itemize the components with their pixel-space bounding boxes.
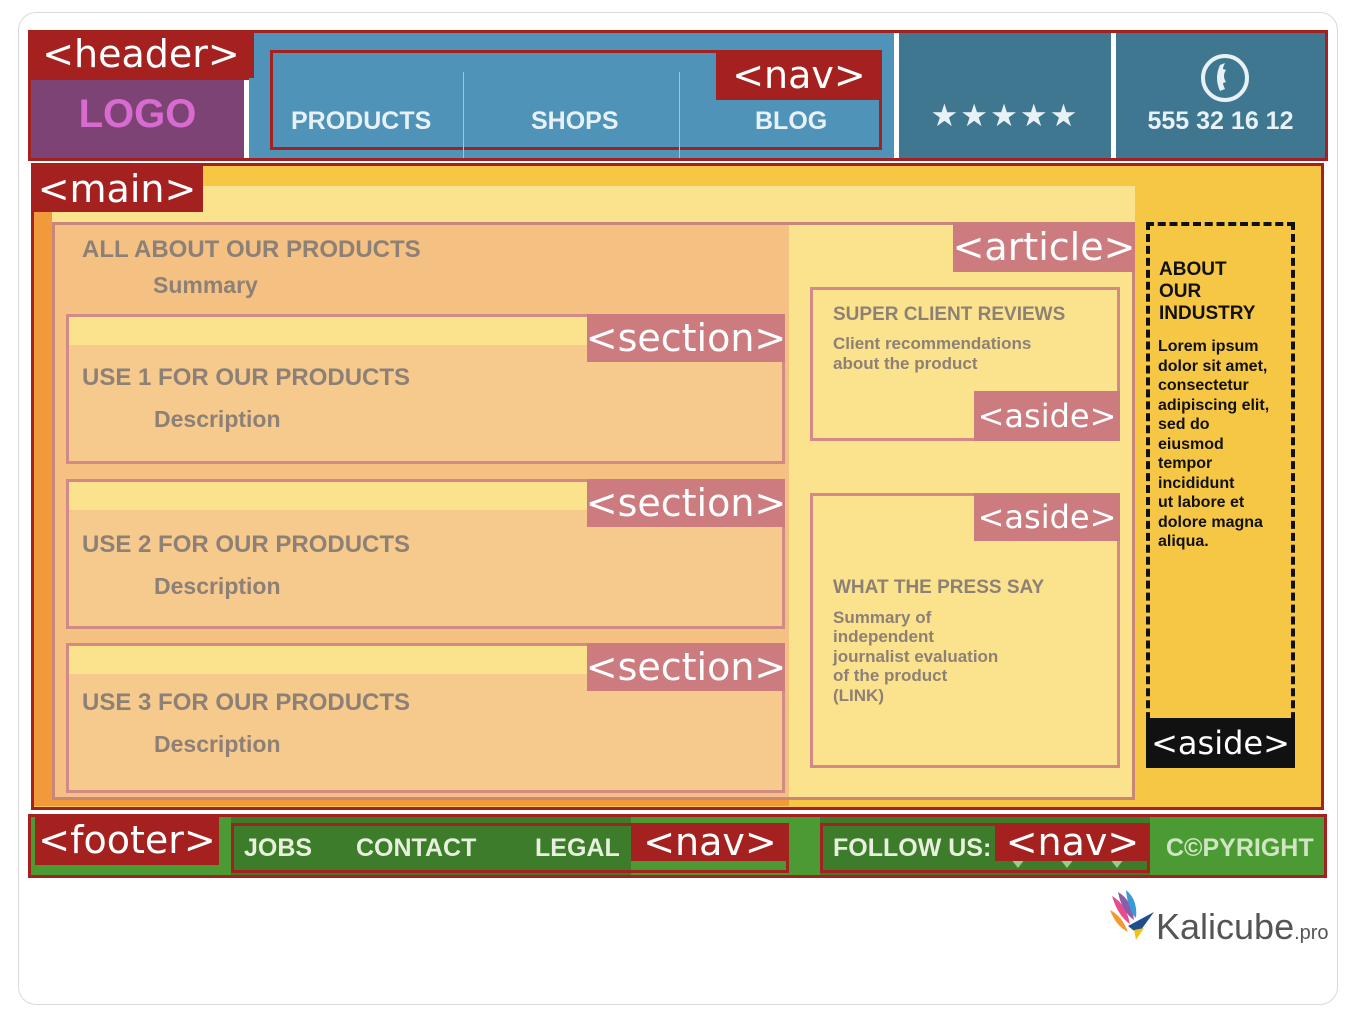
aside-industry-line: ut labore et — [1158, 494, 1245, 511]
phone-number: 555 32 16 12 — [1147, 107, 1294, 135]
section-tag-1: <section> — [585, 314, 787, 362]
footer-link-legal[interactable]: LEGAL — [535, 834, 620, 862]
section-title-2: USE 2 FOR OUR PRODUCTS — [82, 531, 411, 558]
aside-industry-line: sed do — [1158, 416, 1210, 433]
aside-industry-line: dolor sit amet, — [1158, 357, 1268, 375]
aside-industry-line: tempor — [1158, 455, 1213, 472]
footer-tag: <footer> — [35, 815, 219, 865]
section-band — [69, 646, 587, 674]
aside-industry-title: ABOUT OUR INDUSTRY — [1159, 259, 1255, 325]
article-outline — [52, 222, 1135, 800]
header-tag: <header> — [28, 30, 254, 78]
section-title-1: USE 1 FOR OUR PRODUCTS — [82, 364, 411, 391]
kalicube-bird-icon — [1108, 890, 1156, 942]
aside-industry-title-line: ABOUT — [1159, 259, 1227, 280]
logo-block — [31, 80, 244, 158]
section-tag-3: <section> — [585, 643, 787, 691]
footer-follow-label: FOLLOW US: — [833, 834, 992, 862]
nav-link-shops[interactable]: SHOPS — [531, 107, 619, 135]
brand-name-main: Kalicube — [1156, 906, 1295, 947]
footer-copyright: C©PYRIGHT — [1166, 834, 1314, 862]
rating-stars: ★★★★★ — [930, 98, 1080, 134]
nav-divider — [463, 72, 464, 158]
aside-industry-line: eiusmod — [1158, 435, 1224, 453]
aside-industry-tag: <aside> — [1146, 718, 1295, 768]
nav-link-products[interactable]: PRODUCTS — [291, 107, 432, 135]
section-band — [69, 317, 587, 345]
nav-divider — [679, 72, 680, 158]
header-divider — [894, 33, 899, 158]
aside-industry-title-line: INDUSTRY — [1159, 303, 1256, 324]
aside-press-title: WHAT THE PRESS SAY — [833, 577, 1045, 598]
phone-icon — [1200, 53, 1250, 103]
phone-block — [1116, 33, 1325, 158]
section-title-3: USE 3 FOR OUR PRODUCTS — [82, 689, 411, 716]
footer-follow-nav-tag: <nav> — [995, 823, 1150, 861]
section-tag-2: <section> — [585, 479, 787, 527]
aside-press-tag: <aside> — [974, 493, 1120, 541]
aside-industry-line: incididunt — [1158, 474, 1235, 492]
aside-reviews-title: SUPER CLIENT REVIEWS — [833, 304, 1066, 325]
footer-link-contact[interactable]: CONTACT — [356, 834, 477, 862]
section-desc-3: Description — [154, 731, 281, 757]
header-divider — [1111, 33, 1116, 158]
aside-reviews-line: Client recommendations — [833, 334, 1032, 353]
aside-press-line: independent — [833, 627, 935, 646]
aside-press-line: of the product — [833, 666, 948, 685]
nav-link-blog[interactable]: BLOG — [755, 107, 828, 135]
aside-press-link[interactable]: (LINK) — [833, 686, 884, 705]
logo-text: LOGO — [78, 92, 197, 136]
aside-industry-line: consectetur — [1158, 377, 1249, 394]
brand-name-suffix: .pro — [1294, 922, 1329, 944]
aside-industry-body: Lorem ipsum dolor sit amet, consectetur … — [1158, 337, 1269, 552]
aside-industry-line: dolore magna — [1158, 513, 1263, 531]
section-desc-1: Description — [154, 406, 281, 432]
article-summary: Summary — [153, 272, 258, 298]
footer-inner-dark — [231, 817, 631, 875]
aside-industry-line: Lorem ipsum — [1158, 338, 1259, 355]
header-nav-tag: <nav> — [716, 50, 882, 100]
section-band — [69, 482, 587, 510]
aside-reviews-tag: <aside> — [974, 391, 1120, 441]
rating-block — [899, 33, 1111, 158]
article-tag: <article> — [953, 222, 1135, 272]
footer-nav-tag: <nav> — [631, 823, 789, 861]
aside-reviews-line: about the product — [833, 354, 978, 373]
aside-press-line: Summary of — [833, 608, 932, 627]
section-desc-2: Description — [154, 573, 281, 599]
brand-name: Kalicube.pro — [1156, 906, 1329, 948]
aside-industry-line: aliqua. — [1158, 533, 1209, 550]
footer-link-jobs[interactable]: JOBS — [244, 834, 313, 862]
header-nav-outline — [270, 50, 882, 150]
header-divider — [244, 80, 249, 158]
article-title: ALL ABOUT OUR PRODUCTS — [82, 236, 421, 263]
aside-press-line: journalist evaluation — [833, 647, 999, 666]
aside-industry-title-line: OUR — [1159, 281, 1202, 302]
main-tag: <main> — [31, 166, 203, 212]
aside-industry-line: adipiscing elit, — [1158, 396, 1270, 414]
main-inner-orange-strip — [34, 186, 52, 806]
